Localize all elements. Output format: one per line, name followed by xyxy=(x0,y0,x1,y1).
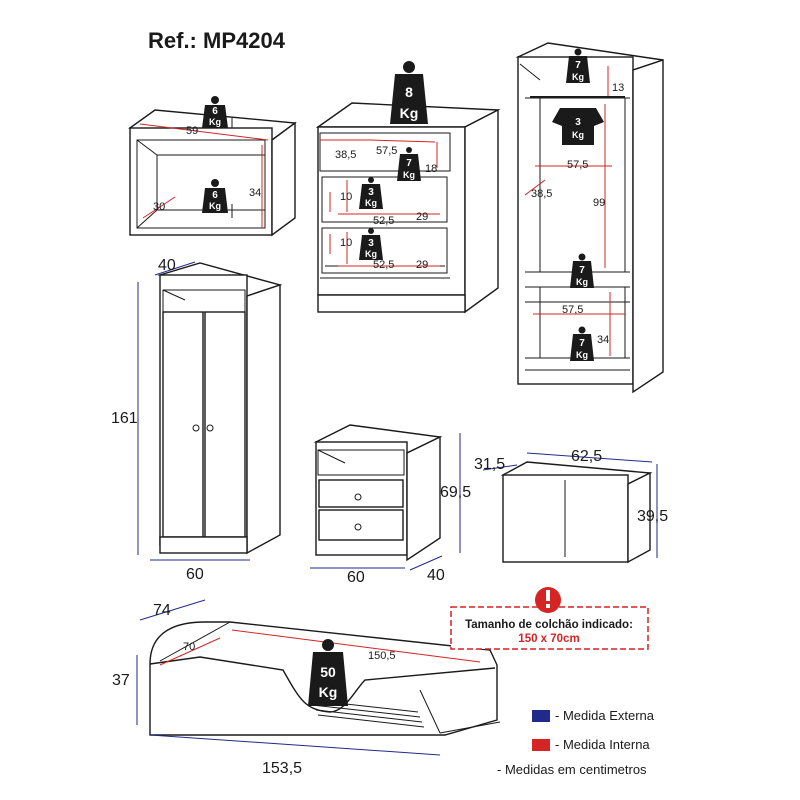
roupeiro-inner-height-label: 99 xyxy=(593,197,605,209)
weight-label: 6 xyxy=(212,190,218,201)
comoda-height-label: 18 xyxy=(425,163,437,175)
cama-weight-icon: 50 Kg xyxy=(308,639,348,706)
mesa-width-label: 60 xyxy=(347,569,365,586)
comoda-width-label: 57,5 xyxy=(376,145,397,157)
legend-internal-label: - Medida Interna xyxy=(555,737,650,752)
nicho-top-weight-icon: 6 Kg xyxy=(202,96,228,128)
weight-unit: Kg xyxy=(403,170,415,180)
mesa-depth-label: 40 xyxy=(427,567,445,584)
notice-line2: 150 x 70cm xyxy=(518,633,579,645)
weight-label: 7 xyxy=(575,60,581,71)
guarda-roupa-width-label: 60 xyxy=(186,566,204,583)
weight-label: 6 xyxy=(212,106,218,117)
comoda-drawer3-height-label: 10 xyxy=(340,237,352,249)
aereo-height-label: 39,5 xyxy=(637,508,668,525)
weight-label: 3 xyxy=(368,238,374,249)
nicho-depth-label: 30 xyxy=(153,201,165,213)
weight-label: 50 xyxy=(320,664,336,680)
guarda-roupa-height-label: 161 xyxy=(111,410,138,427)
legend: - Medida Externa - Medida Interna - Medi… xyxy=(497,708,655,777)
cama-inner-length-label: 150,5 xyxy=(368,650,396,662)
comoda-drawer3-depth-label: 29 xyxy=(416,259,428,271)
weight-unit: Kg xyxy=(572,72,584,82)
weight-label: 3 xyxy=(575,117,581,128)
roupeiro-top-height-label: 13 xyxy=(612,82,624,94)
weight-unit: Kg xyxy=(365,249,377,259)
weight-label: 7 xyxy=(579,265,585,276)
weight-unit: Kg xyxy=(209,201,221,211)
weight-unit: Kg xyxy=(319,684,338,700)
cama-length-label: 153,5 xyxy=(262,760,302,777)
comoda-drawer1-weight-icon: 7 Kg xyxy=(397,147,421,181)
nicho-height-label: 34 xyxy=(249,187,261,199)
weight-unit: Kg xyxy=(365,198,377,208)
mesa-height-label: 69,5 xyxy=(440,484,471,501)
nicho-mid-weight-icon: 6 Kg xyxy=(202,179,228,213)
nicho-diagram xyxy=(128,109,297,237)
weight-unit: Kg xyxy=(209,117,221,127)
weight-unit: Kg xyxy=(576,277,588,287)
weight-label: 3 xyxy=(368,187,374,198)
guarda-roupa-diagram xyxy=(137,261,283,561)
comoda-weight-icon: 8 Kg xyxy=(390,61,428,124)
roupeiro-low-height-label: 34 xyxy=(597,334,609,346)
roupeiro-low-width-label: 57,5 xyxy=(562,304,583,316)
comoda-depth-label: 38,5 xyxy=(335,149,356,161)
legend-external-label: - Medida Externa xyxy=(555,708,655,723)
comoda-drawer3-width-label: 52,5 xyxy=(373,259,394,271)
roupeiro-low-weight-icon: 7 Kg xyxy=(570,326,594,361)
weight-unit: Kg xyxy=(572,130,584,140)
comoda-diagram xyxy=(315,102,501,314)
notice-line1: Tamanho de colchão indicado: xyxy=(465,619,633,631)
roupeiro-hanger-weight-icon: 3 Kg xyxy=(552,108,604,145)
nicho-width-label: 59 xyxy=(186,125,198,137)
weight-label: 7 xyxy=(579,338,585,349)
guarda-roupa-depth-label: 40 xyxy=(158,257,176,274)
weight-unit: Kg xyxy=(400,105,419,121)
legend-units-label: - Medidas em centimetros xyxy=(497,762,647,777)
mesa-diagram xyxy=(310,424,461,571)
cama-height-label: 37 xyxy=(112,672,130,689)
cama-inner-depth-label: 70 xyxy=(183,641,195,653)
comoda-drawer2-height-label: 10 xyxy=(340,191,352,203)
legend-internal-swatch xyxy=(532,739,550,751)
roupeiro-shelf-weight-icon: 7 Kg xyxy=(570,253,594,288)
aereo-depth-label: 31,5 xyxy=(474,456,505,473)
comoda-drawer2-depth-label: 29 xyxy=(416,211,428,223)
reference-title: Ref.: MP4204 xyxy=(148,28,286,53)
cama-depth-label: 74 xyxy=(153,602,171,619)
comoda-drawer2-width-label: 52,5 xyxy=(373,215,394,227)
aereo-diagram xyxy=(482,452,658,564)
roupeiro-depth-label: 38,5 xyxy=(531,188,552,200)
aereo-width-label: 62,5 xyxy=(571,448,602,465)
roupeiro-top-weight-icon: 7 Kg xyxy=(566,48,590,83)
weight-label: 7 xyxy=(406,158,412,169)
comoda-drawer3-weight-icon: 3 Kg xyxy=(359,228,383,260)
weight-label: 8 xyxy=(405,84,413,100)
comoda-drawer2-weight-icon: 3 Kg xyxy=(359,177,383,209)
mattress-notice: Tamanho de colchão indicado: 150 x 70cm xyxy=(450,587,649,650)
weight-unit: Kg xyxy=(576,350,588,360)
roupeiro-inner-width-label: 57,5 xyxy=(567,159,588,171)
legend-external-swatch xyxy=(532,710,550,722)
exclamation-icon xyxy=(535,587,561,613)
